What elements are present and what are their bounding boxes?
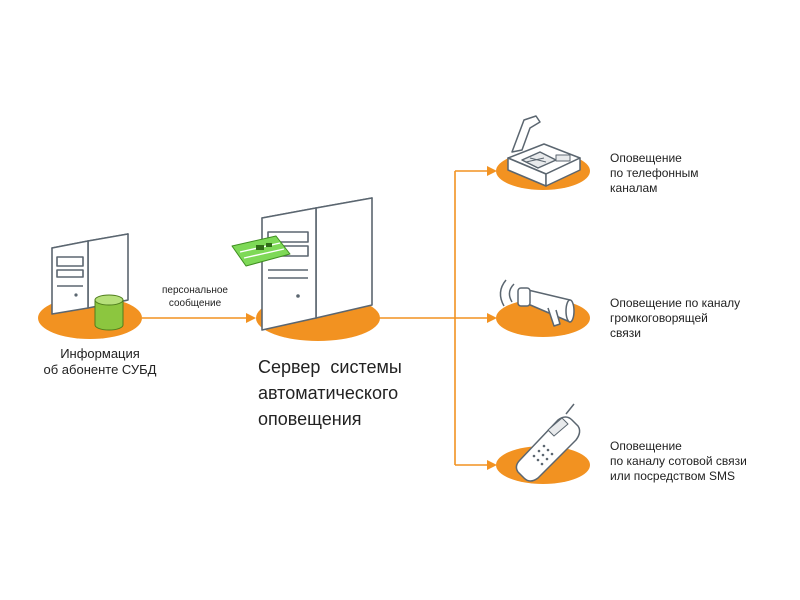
- arrowhead-speaker: [487, 313, 497, 323]
- connectors: [142, 170, 490, 466]
- channel-mobile-label: Оповещение по каналу сотовой связи или п…: [610, 439, 790, 484]
- server-title-line3: оповещения: [258, 409, 362, 429]
- message-label: персональное сообщение: [150, 284, 240, 310]
- arrowhead-mobile: [487, 460, 497, 470]
- channel-speaker-line2: громкоговорящей: [610, 311, 708, 325]
- channel-speaker-line1: Оповещение по каналу: [610, 296, 741, 310]
- message-label-line2: сообщение: [168, 298, 222, 309]
- channel-mobile-line3: или посредством SMS: [610, 469, 735, 483]
- channel-phone-line1: Оповещение: [610, 151, 682, 165]
- channel-mobile-line2: по каналу сотовой связи: [610, 454, 747, 468]
- database-caption-line1: Информация: [60, 346, 140, 361]
- channel-speaker-label: Оповещение по каналу громкоговорящей свя…: [610, 296, 790, 341]
- arrowheads: [246, 166, 497, 470]
- arrowhead-server: [246, 313, 256, 323]
- server-database-icon: [51, 233, 129, 331]
- arrowhead-phone: [487, 166, 497, 176]
- loudspeaker-icon: [499, 279, 575, 327]
- server-title: Сервер системы автоматического оповещени…: [258, 354, 458, 432]
- server-with-board-icon: [231, 197, 373, 331]
- mobile-phone-icon: [515, 403, 581, 482]
- message-label-line1: персональное: [162, 285, 228, 296]
- channel-speaker-line3: связи: [610, 326, 641, 340]
- server-title-line2: автоматического: [258, 383, 399, 403]
- desk-phone-icon: [507, 115, 581, 187]
- circuit-board-icon: [231, 235, 291, 267]
- channel-phone-line2: по телефонным: [610, 166, 699, 180]
- channel-phone-line3: каналам: [610, 181, 658, 195]
- server-title-line1: Сервер системы: [258, 357, 402, 377]
- database-caption: Информация об абоненте СУБД: [20, 346, 180, 378]
- channel-phone-label: Оповещение по телефонным каналам: [610, 151, 790, 196]
- database-caption-line2: об абоненте СУБД: [43, 362, 157, 377]
- channel-mobile-line1: Оповещение: [610, 439, 682, 453]
